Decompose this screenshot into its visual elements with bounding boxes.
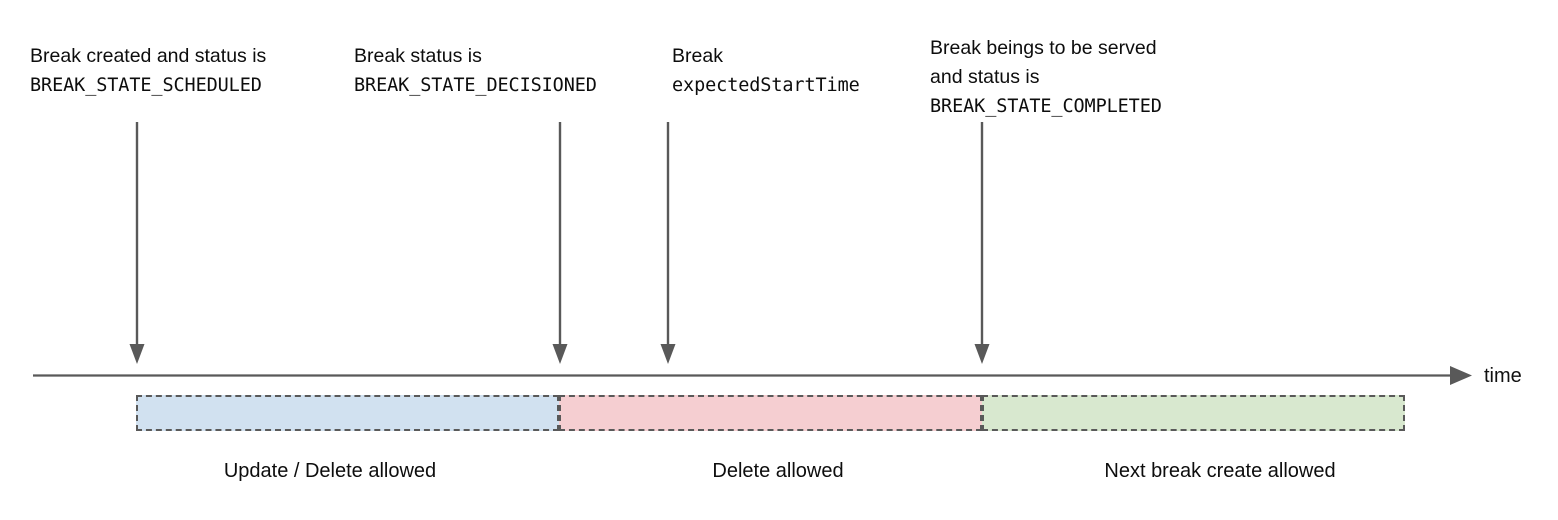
event-arrow-down-icon (974, 122, 990, 364)
event-label-break-completed: Break beings to be served and status is … (930, 34, 1162, 121)
event-label-sans-text-line1: Break beings to be served (930, 37, 1157, 59)
event-label-state-constant: BREAK_STATE_DECISIONED (354, 75, 597, 96)
phase-caption-update-delete-allowed: Update / Delete allowed (223, 460, 437, 482)
time-axis-label: time (1484, 365, 1522, 387)
event-label-break-decisioned: Break status is BREAK_STATE_DECISIONED (354, 42, 597, 100)
event-label-break-created: Break created and status is BREAK_STATE_… (30, 42, 266, 100)
phase-bar-delete-allowed (559, 395, 982, 431)
event-arrow-down-icon (660, 122, 676, 364)
event-label-sans-text: Break status is (354, 45, 482, 67)
phase-caption-next-break-create-allowed: Next break create allowed (1104, 460, 1336, 482)
phase-bar-update-delete-allowed (136, 395, 559, 431)
event-label-sans-text: Break (672, 45, 723, 67)
event-label-state-constant: BREAK_STATE_SCHEDULED (30, 75, 262, 96)
phase-bar-next-break-create-allowed (982, 395, 1405, 431)
event-label-field-name: expectedStartTime (672, 75, 860, 96)
event-arrow-down-icon (129, 122, 145, 364)
event-label-state-constant: BREAK_STATE_COMPLETED (930, 96, 1162, 117)
event-label-sans-text: Break created and status is (30, 45, 267, 67)
event-label-sans-text-line2: and status is (930, 66, 1040, 88)
event-arrow-down-icon (552, 122, 568, 364)
phase-caption-delete-allowed: Delete allowed (712, 460, 844, 482)
event-label-expected-start-time: Break expectedStartTime (672, 42, 860, 100)
